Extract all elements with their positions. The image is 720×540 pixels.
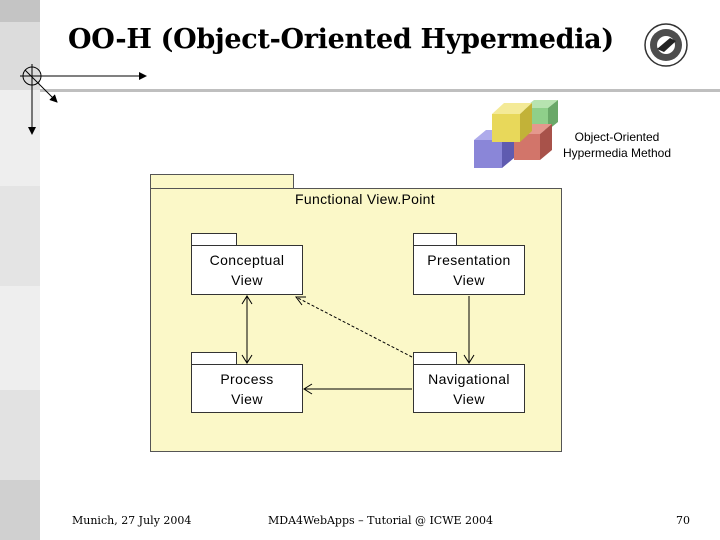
page-number: 70	[676, 514, 690, 527]
presentation-navigational-link	[464, 296, 474, 363]
navigational-process-link	[304, 384, 412, 394]
footer-center: MDA4WebApps – Tutorial @ ICWE 2004	[268, 514, 493, 527]
footer-date: Munich, 27 July 2004	[72, 514, 191, 527]
navigational-conceptual-dependency	[296, 297, 412, 357]
conceptual-process-link	[242, 296, 252, 363]
